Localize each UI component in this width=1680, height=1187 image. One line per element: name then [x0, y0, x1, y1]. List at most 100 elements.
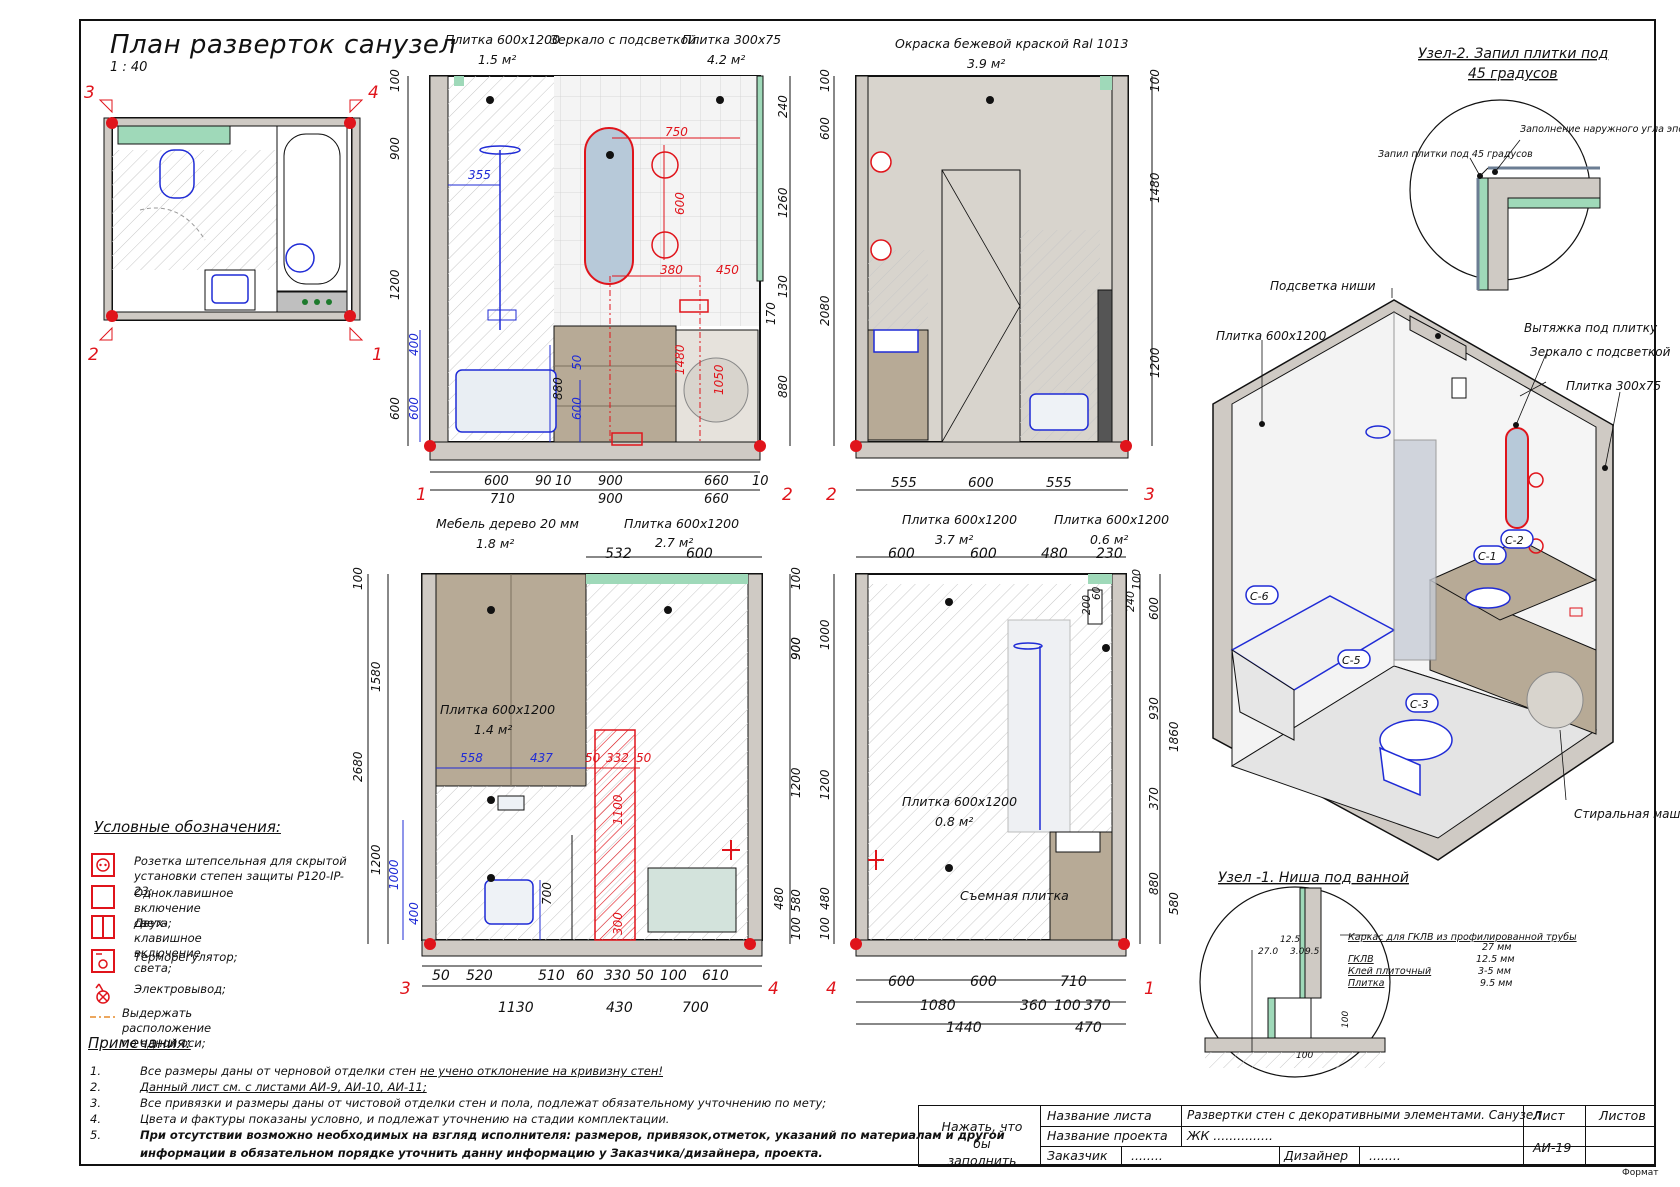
- note-text: информации в обязательном порядке уточни…: [140, 1146, 823, 1160]
- socket-icon: [91, 853, 115, 877]
- svg-text:750: 750: [665, 125, 688, 139]
- elevation-b: [833, 75, 1153, 491]
- double-switch-icon: [91, 915, 115, 939]
- svg-text:1.4 м²: 1.4 м²: [474, 722, 512, 737]
- project-label: Название проекта: [1047, 1128, 1168, 1143]
- svg-text:170: 170: [764, 302, 778, 325]
- note-text: При отсутствии возможно необходимых на в…: [140, 1128, 1005, 1142]
- svg-text:240: 240: [1124, 591, 1137, 612]
- toilet-elev-b: [1029, 393, 1089, 431]
- heated-towel-rail: [594, 729, 636, 941]
- plan-corner-3: 3: [84, 83, 95, 103]
- node2-labels: Узел-2. Запил плитки под 45 градусов Зап…: [1378, 46, 1680, 160]
- node2-detail: [1409, 99, 1601, 291]
- node1-labels: Узел -1. Ниша под ванной Каркас для ГКЛВ…: [1218, 870, 1577, 1061]
- bathtub-elev-c: [647, 867, 737, 933]
- elev-a-labels: Плитка 600x1200 1.5 м² Зеркало с подсвет…: [388, 32, 793, 507]
- iso-shower-glass: [1393, 439, 1437, 661]
- svg-text:2: 2: [782, 485, 793, 505]
- shower-glass: [1007, 619, 1071, 833]
- svg-text:1860: 1860: [1167, 721, 1181, 752]
- iso-washer: [1526, 671, 1584, 729]
- svg-text:1440: 1440: [946, 1020, 982, 1036]
- legend-text: Двух-клавишное включение света;: [134, 916, 202, 975]
- svg-text:700: 700: [682, 1000, 709, 1016]
- svg-text:600: 600: [968, 475, 994, 491]
- svg-text:1.5 м²: 1.5 м²: [478, 52, 516, 67]
- svg-text:880: 880: [551, 377, 565, 400]
- svg-text:12.5 мм: 12.5 мм: [1476, 954, 1515, 965]
- svg-text:100: 100: [388, 69, 402, 92]
- svg-text:430: 430: [606, 1000, 633, 1016]
- svg-text:580: 580: [789, 889, 803, 912]
- plan-corner-2: 2: [88, 345, 99, 365]
- plan-corner-1: 1: [372, 345, 383, 365]
- svg-text:600: 600: [970, 974, 997, 990]
- svg-text:100: 100: [660, 968, 687, 984]
- svg-text:4.2 м²: 4.2 м²: [707, 52, 745, 67]
- svg-text:880: 880: [776, 375, 790, 398]
- iso-toilet: [1379, 719, 1453, 761]
- svg-text:1: 1: [1144, 979, 1155, 999]
- designer-value[interactable]: ........: [1369, 1148, 1401, 1163]
- iso-sink: [1465, 587, 1511, 609]
- tag-c3: С-3: [1410, 698, 1429, 711]
- svg-text:900: 900: [388, 137, 402, 160]
- flush-button: [497, 795, 525, 811]
- sheet-name-value[interactable]: Развертки стен с декоративными элементам…: [1187, 1108, 1541, 1122]
- svg-text:710: 710: [490, 492, 515, 507]
- svg-text:900: 900: [789, 637, 803, 660]
- project-value[interactable]: ЖК ...............: [1187, 1128, 1273, 1143]
- svg-text:240: 240: [776, 95, 790, 118]
- svg-text:555: 555: [891, 475, 917, 491]
- svg-text:Заполнение наружного угла эпок: Заполнение наружного угла эпоксидкой: [1520, 124, 1680, 135]
- svg-text:480: 480: [1041, 546, 1068, 562]
- scale-label: 1 : 40: [110, 60, 148, 75]
- svg-text:880: 880: [1147, 872, 1161, 895]
- svg-text:520: 520: [466, 968, 493, 984]
- mirror-elev-a: [584, 127, 634, 285]
- stamp-fill-button[interactable]: Нажать, что бы заполнить: [919, 1106, 1041, 1168]
- svg-text:90: 90: [535, 474, 552, 489]
- svg-text:1050: 1050: [712, 364, 726, 395]
- legend-text: Розетка штепсельная для скрытой установк…: [134, 854, 347, 898]
- svg-text:Зеркало с подсветкой: Зеркало с подсветкой: [1530, 345, 1671, 359]
- svg-text:600: 600: [970, 546, 997, 562]
- svg-text:100: 100: [351, 567, 365, 590]
- svg-text:3: 3: [400, 979, 411, 999]
- svg-text:580: 580: [1167, 892, 1181, 915]
- svg-text:600: 600: [388, 397, 402, 420]
- svg-text:Плитка 600x1200: Плитка 600x1200: [440, 702, 555, 717]
- note-number: 5.: [90, 1128, 101, 1142]
- tag-c1: С-1: [1478, 550, 1497, 563]
- svg-text:600: 600: [888, 546, 915, 562]
- svg-text:50: 50: [585, 751, 601, 765]
- svg-text:370: 370: [1147, 787, 1161, 810]
- svg-text:Плитка: Плитка: [1348, 978, 1385, 989]
- format-label: Формат: [1622, 1168, 1659, 1178]
- svg-text:Стиральная машина: Стиральная машина: [1574, 807, 1680, 821]
- svg-text:610: 610: [702, 968, 729, 984]
- tag-c2: С-2: [1505, 534, 1524, 547]
- svg-text:230: 230: [1096, 546, 1123, 562]
- customer-value[interactable]: ........: [1131, 1148, 1163, 1163]
- svg-text:1.8 м²: 1.8 м²: [476, 536, 514, 551]
- svg-text:100: 100: [818, 917, 832, 940]
- svg-text:0.8 м²: 0.8 м²: [935, 814, 973, 829]
- svg-text:600: 600: [484, 474, 509, 489]
- legend-text: Одноклавишное включение света;: [134, 886, 234, 930]
- svg-text:600: 600: [818, 117, 832, 140]
- svg-text:9.5: 9.5: [1305, 947, 1320, 957]
- svg-text:1200: 1200: [1148, 347, 1162, 378]
- svg-text:3-5 мм: 3-5 мм: [1478, 966, 1511, 977]
- svg-text:370: 370: [1084, 998, 1111, 1014]
- sheet-name-label: Название листа: [1047, 1108, 1152, 1123]
- svg-text:4: 4: [768, 979, 779, 999]
- svg-text:1480: 1480: [673, 344, 687, 375]
- svg-text:Плитка 600x1200: Плитка 600x1200: [902, 512, 1017, 527]
- svg-text:2680: 2680: [351, 751, 365, 782]
- svg-text:130: 130: [776, 275, 790, 298]
- note-number: 3.: [90, 1096, 101, 1110]
- svg-text:555: 555: [1046, 475, 1072, 491]
